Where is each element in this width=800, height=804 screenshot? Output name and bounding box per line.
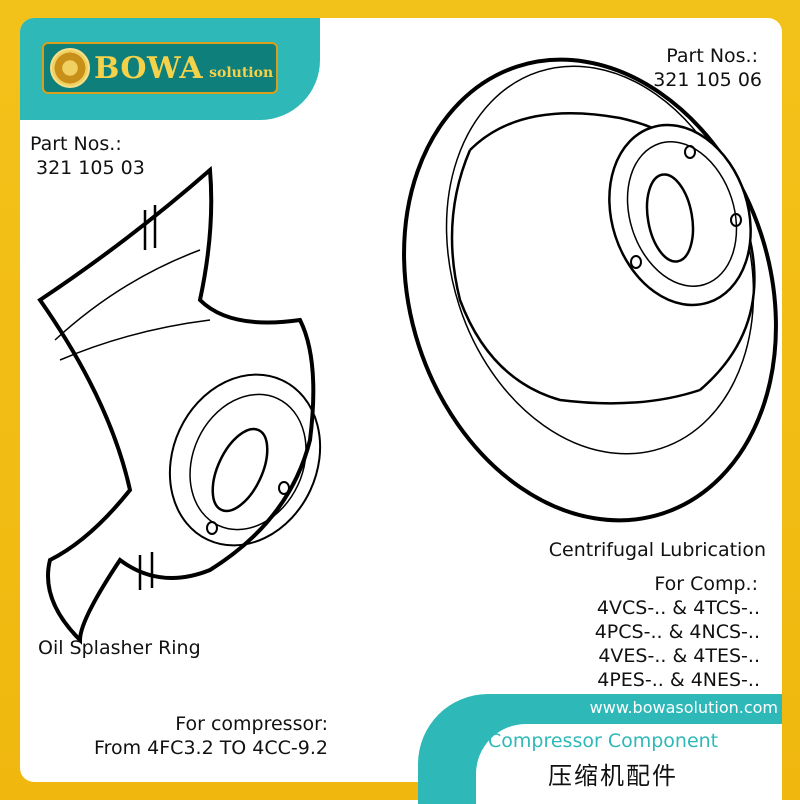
brand-suffix: solution: [209, 65, 274, 81]
left-part-number: 321 105 03: [36, 157, 145, 179]
left-part-nos-label: Part Nos.:: [30, 133, 122, 155]
category-label: Compressor Component: [488, 730, 719, 752]
model-line: 4PCS-.. & 4NCS-..: [594, 621, 760, 643]
left-compressor-label: For compressor:: [175, 713, 328, 735]
model-line: 4PES-.. & 4NES-..: [597, 669, 760, 691]
model-line: 4VES-.. & 4TES-..: [598, 645, 760, 667]
centrifugal-disc-drawing: [402, 57, 778, 523]
left-part-name: Oil Splasher Ring: [38, 637, 201, 659]
model-line: 4VCS-.. & 4TCS-..: [596, 597, 760, 619]
footer-inner: [476, 724, 782, 804]
brand-name: BOWA: [94, 50, 204, 86]
right-part-name: Centrifugal Lubrication: [548, 539, 766, 561]
website-link[interactable]: www.bowasolution.com: [589, 698, 778, 717]
oil-splasher-ring-drawing: [37, 165, 322, 645]
brand-logo[interactable]: BOWA solution: [42, 42, 278, 94]
right-part-number: 321 105 06: [653, 69, 762, 91]
left-compressor-range: From 4FC3.2 TO 4CC-9.2: [94, 737, 328, 759]
category-label-cn: 压缩机配件: [548, 762, 678, 790]
right-part-nos-label: Part Nos.:: [666, 45, 758, 67]
for-comp-label: For Comp.:: [654, 573, 758, 595]
logo-emblem-icon: [50, 48, 90, 88]
